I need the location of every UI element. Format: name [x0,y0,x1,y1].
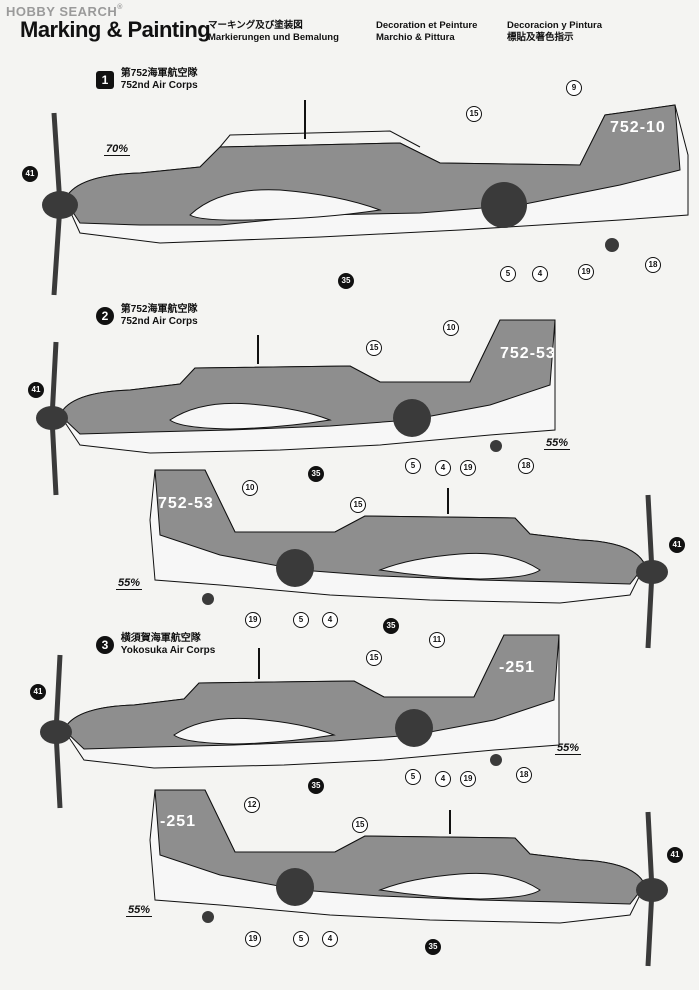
callout: 5 [405,458,421,474]
callout: 18 [516,767,532,783]
callout: 41 [22,166,38,182]
callout: 19 [245,931,261,947]
callout: 4 [435,771,451,787]
callout: 41 [30,684,46,700]
callout: 9 [566,80,582,96]
callout: 11 [429,632,445,648]
callout: 5 [293,612,309,628]
page-title: Marking & Painting [20,17,211,42]
callout: 18 [518,458,534,474]
callout: 5 [293,931,309,947]
aircraft-view-4: -251 [40,634,560,809]
lang-es-cn: Decoracion y Pintura 標貼及著色指示 [507,20,603,43]
callout: 19 [245,612,261,628]
aircraft-view-5: -251 [149,789,668,967]
aircraft-view-2: 752-53 [36,319,556,496]
callout: 35 [308,778,324,794]
watermark: HOBBY SEARCH® [6,4,123,19]
aircraft-view-3: 752-53 [149,469,668,649]
camo-percent-2: 55% [544,437,571,450]
callout: 19 [578,264,594,280]
tail-code: 752-53 [158,495,214,512]
callout: 35 [338,273,354,289]
tail-code: 752-10 [610,119,666,136]
unit-number-badge: 3 [96,636,114,654]
callout: 5 [500,266,516,282]
callout: 19 [460,460,476,476]
camo-percent-3: 55% [116,577,143,590]
callout: 15 [466,106,482,122]
unit-number-badge: 1 [96,71,114,89]
callout: 12 [244,797,260,813]
callout: 18 [645,257,661,273]
callout: 15 [352,817,368,833]
lang-fr-it: Decoration et Peinture Marchio & Pittura [376,20,478,43]
callout: 41 [28,382,44,398]
tail-code: 752-53 [500,345,556,362]
camo-percent-4: 55% [555,742,582,755]
camo-percent-1: 70% [104,143,131,156]
tail-code: -251 [499,659,535,676]
callout: 35 [383,618,399,634]
aircraft-view-1: 752-10 [42,100,689,296]
callout: 15 [366,650,382,666]
lang-jp: マーキング及び塗装図 Markierungen und Bemalung [208,20,339,43]
callout: 10 [443,320,459,336]
unit-number-badge: 2 [96,307,114,325]
tail-code: -251 [160,813,196,830]
callout: 15 [350,497,366,513]
callout: 35 [425,939,441,955]
callout: 4 [322,612,338,628]
callout: 15 [366,340,382,356]
camo-percent-5: 55% [126,904,153,917]
callout: 10 [242,480,258,496]
callout: 41 [669,537,685,553]
callout: 4 [322,931,338,947]
callout: 4 [532,266,548,282]
callout: 19 [460,771,476,787]
callout: 5 [405,769,421,785]
callout: 35 [308,466,324,482]
callout: 41 [667,847,683,863]
callout: 4 [435,460,451,476]
